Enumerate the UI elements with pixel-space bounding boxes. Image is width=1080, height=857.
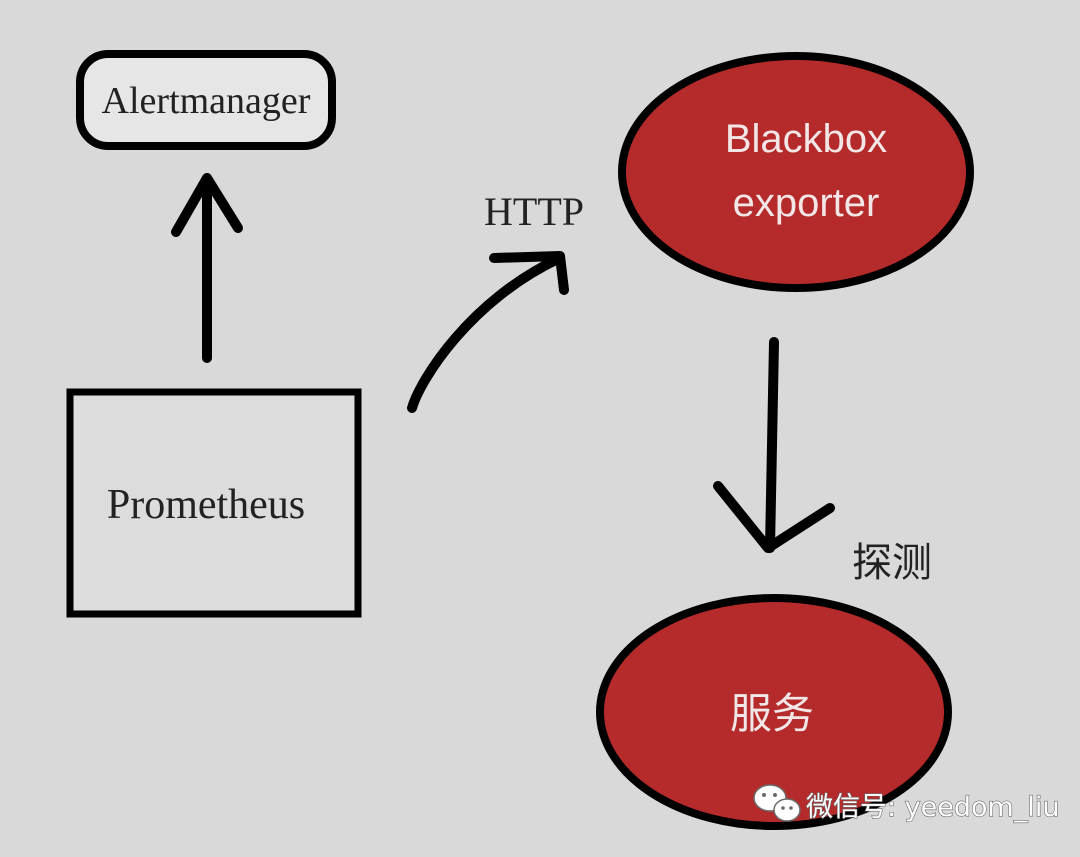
arrow-shaft	[407, 253, 565, 413]
alertmanager-label: Alertmanager	[102, 80, 311, 122]
blackbox-ellipse	[618, 52, 974, 292]
http-label: HTTP	[484, 189, 584, 234]
arrow-http	[407, 251, 569, 413]
watermark: 微信号: yeedom_liu	[753, 784, 1060, 824]
arrow-head	[489, 251, 569, 295]
arrow-shaft	[765, 337, 779, 553]
prometheus-label: Prometheus	[107, 482, 305, 528]
wechat-icon	[753, 784, 801, 822]
service-ellipse	[596, 594, 952, 830]
arrow-head	[713, 481, 835, 553]
alertmanager-box	[76, 50, 336, 150]
arrow-probe	[713, 337, 835, 553]
watermark-text: 微信号: yeedom_liu	[806, 792, 1059, 823]
blackbox-exporter-node: Blackbox exporter	[618, 52, 974, 292]
service-node: 服务	[596, 594, 952, 830]
arrow-head	[171, 173, 243, 237]
arrow-prometheus-to-alertmanager	[171, 173, 243, 363]
prometheus-node: Prometheus	[66, 388, 362, 618]
alertmanager-node: Alertmanager	[76, 50, 336, 150]
service-label: 服务	[730, 690, 814, 737]
prometheus-box	[66, 388, 362, 618]
blackbox-label-line2: exporter	[733, 181, 880, 225]
blackbox-label-line1: Blackbox	[725, 117, 887, 161]
probe-label: 探测	[852, 540, 932, 585]
